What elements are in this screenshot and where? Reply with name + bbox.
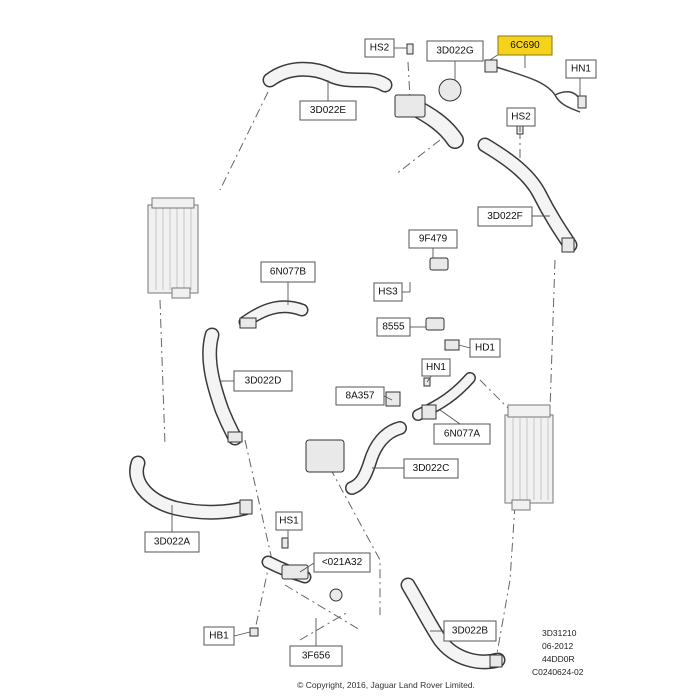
ref-line-1: 3D31210 (542, 628, 577, 638)
label-hs1[interactable]: HS1 (275, 511, 303, 531)
label-8a357[interactable]: 8A357 (335, 386, 385, 406)
label-6n077b[interactable]: 6N077B (260, 261, 316, 283)
svg-text:HD1: HD1 (475, 343, 495, 354)
svg-text:HS2: HS2 (511, 112, 531, 123)
svg-text:6N077B: 6N077B (270, 267, 306, 278)
ref-line-3: 44DD0R (542, 654, 575, 664)
svg-text:3D022G: 3D022G (436, 46, 473, 57)
svg-text:3D022B: 3D022B (452, 626, 488, 637)
svg-text:3D022E: 3D022E (310, 105, 346, 116)
label-hn1-top[interactable]: HN1 (565, 59, 597, 79)
svg-text:HB1: HB1 (209, 631, 229, 642)
label-9f479[interactable]: 9F479 (408, 229, 458, 249)
label-hs2-mid[interactable]: HS2 (506, 107, 536, 127)
routing-lines (159, 39, 556, 666)
svg-text:6C690: 6C690 (510, 40, 540, 51)
label-021a32[interactable]: <021A32 (313, 552, 371, 573)
ref-line-2: 06-2012 (542, 641, 573, 651)
label-6n077a[interactable]: 6N077A (433, 423, 491, 445)
label-3d022a[interactable]: 3D022A (144, 531, 200, 553)
svg-text:3D022A: 3D022A (154, 537, 190, 548)
label-3d022b[interactable]: 3D022B (443, 620, 497, 642)
svg-text:HN1: HN1 (571, 64, 591, 75)
svg-text:8555: 8555 (382, 322, 405, 333)
label-3d022g[interactable]: 3D022G (426, 40, 484, 62)
svg-text:<021A32: <021A32 (322, 557, 363, 568)
reference-block: 3D31210 06-2012 44DD0R C0240624-02 (532, 628, 584, 677)
label-hb1[interactable]: HB1 (203, 626, 235, 646)
label-3f656[interactable]: 3F656 (289, 645, 343, 667)
label-hs3[interactable]: HS3 (373, 282, 403, 302)
label-6c690[interactable]: 6C690 (497, 35, 553, 56)
svg-text:HS1: HS1 (279, 516, 299, 527)
svg-text:3D022F: 3D022F (487, 211, 523, 222)
label-3d022f[interactable]: 3D022F (477, 206, 533, 227)
label-hd1[interactable]: HD1 (469, 338, 501, 358)
svg-text:6N077A: 6N077A (444, 429, 480, 440)
svg-text:3D022D: 3D022D (245, 376, 282, 387)
label-8555[interactable]: 8555 (376, 317, 411, 337)
ref-line-4: C0240624-02 (532, 667, 584, 677)
label-hn1-mid[interactable]: HN1 (421, 358, 451, 377)
svg-text:HN1: HN1 (426, 362, 446, 373)
svg-text:HS2: HS2 (370, 43, 390, 54)
svg-text:3D022C: 3D022C (413, 463, 450, 474)
right-intercooler (504, 404, 554, 511)
svg-text:3F656: 3F656 (302, 651, 331, 662)
svg-text:HS3: HS3 (378, 287, 398, 298)
copyright-text: © Copyright, 2016, Jaguar Land Rover Lim… (297, 680, 475, 690)
left-intercooler (147, 197, 199, 299)
label-3d022c[interactable]: 3D022C (403, 458, 459, 479)
svg-text:8A357: 8A357 (346, 391, 375, 402)
label-3d022d[interactable]: 3D022D (233, 370, 293, 392)
leader-lines (171, 47, 581, 646)
label-3d022e[interactable]: 3D022E (299, 100, 357, 121)
svg-text:9F479: 9F479 (419, 234, 448, 245)
label-hs2-top[interactable]: HS2 (364, 38, 395, 58)
parts (227, 43, 587, 668)
